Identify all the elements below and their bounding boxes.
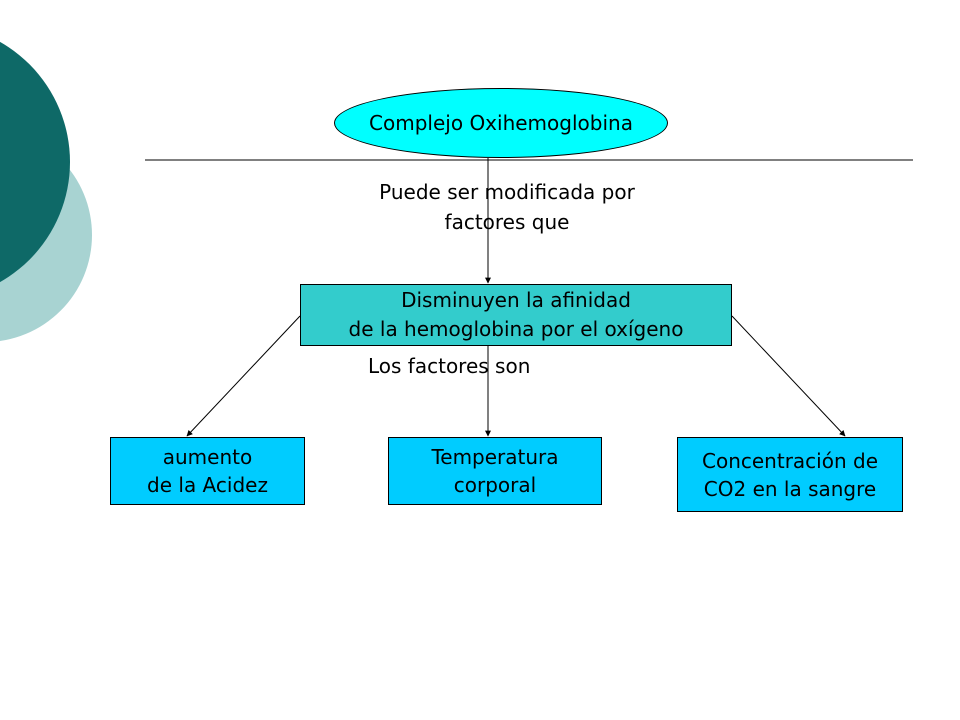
arrow-main-to-co2 xyxy=(731,315,846,437)
main-box-line-1: Disminuyen la afinidad xyxy=(401,288,631,312)
factor-acidez-line-1: aumento xyxy=(162,445,253,469)
factor-temperatura-line-2: corporal xyxy=(453,473,537,497)
arrow-main-to-acidez xyxy=(186,315,301,437)
factor-co2-line-2: CO2 en la sangre xyxy=(703,476,877,501)
factor-box-acidez: aumento de la Acidez xyxy=(110,437,305,505)
connector-label-line-1: Puede ser modificada por xyxy=(379,180,635,204)
connector-label-modificada: Puede ser modificada por factores que xyxy=(327,177,687,237)
factor-box-temperatura: Temperatura corporal xyxy=(388,437,602,505)
main-box-afinidad: Disminuyen la afinidad de la hemoglobina… xyxy=(300,284,732,346)
factor-acidez-line-2: de la Acidez xyxy=(147,473,268,497)
dark-circle xyxy=(0,41,70,283)
root-node-label: Complejo Oxihemoglobina xyxy=(369,111,633,135)
factor-temperatura-line-1: Temperatura xyxy=(431,445,559,469)
connector-label-line-2: factores que xyxy=(444,210,570,234)
connector-label-factores: Los factores son xyxy=(368,351,568,381)
connector-label-factores-text: Los factores son xyxy=(368,354,531,378)
factor-co2-line-1: Concentración de xyxy=(702,448,878,473)
factor-box-co2: Concentración de CO2 en la sangre xyxy=(677,437,903,512)
main-box-line-2: de la hemoglobina por el oxígeno xyxy=(348,317,684,341)
root-node-ellipse: Complejo Oxihemoglobina xyxy=(334,88,668,158)
